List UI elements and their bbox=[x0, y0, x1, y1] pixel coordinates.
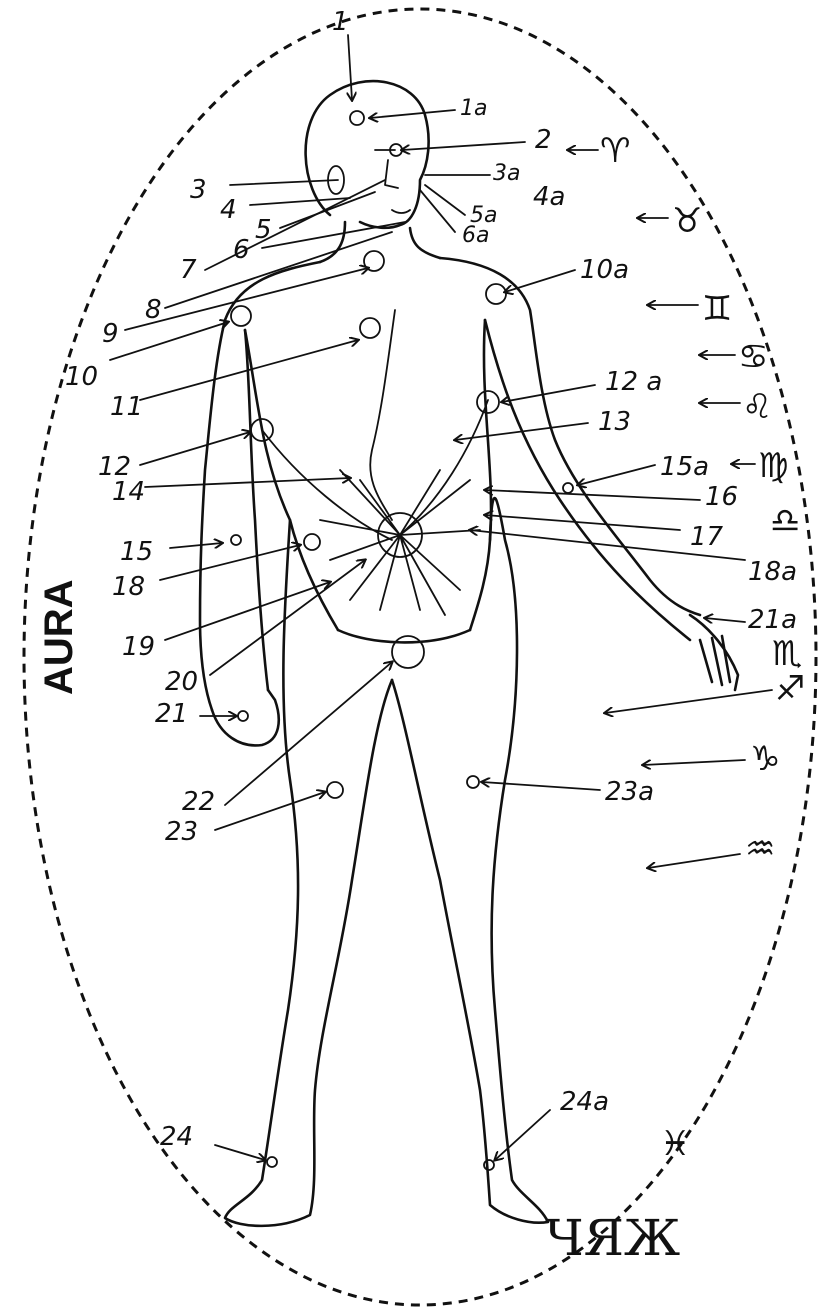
aura-title: AURA bbox=[37, 579, 81, 695]
point-24a bbox=[484, 1160, 494, 1170]
point-22 bbox=[392, 636, 424, 668]
sagittarius-symbol: ♐ bbox=[775, 669, 805, 709]
point-23a bbox=[467, 776, 479, 788]
label-21a: 21a bbox=[748, 605, 797, 635]
label-2: 2 bbox=[535, 125, 552, 155]
point-18 bbox=[304, 534, 320, 550]
aquarius-symbol: ♒ bbox=[745, 829, 775, 869]
label-1a: 1a bbox=[460, 96, 487, 121]
label-3: 3 bbox=[190, 175, 207, 205]
label-6a: 6a bbox=[462, 223, 489, 248]
label-10a: 10a bbox=[580, 255, 629, 285]
point-24 bbox=[267, 1157, 277, 1167]
virgo-symbol: ♍ bbox=[758, 446, 788, 486]
label-5: 5 bbox=[255, 215, 272, 245]
label-1: 1 bbox=[332, 7, 349, 37]
label-6: 6 bbox=[233, 235, 250, 265]
point-15 bbox=[231, 535, 241, 545]
aries-symbol: ♈ bbox=[600, 131, 630, 171]
point-11 bbox=[360, 318, 380, 338]
label-23: 23 bbox=[165, 817, 198, 847]
left-leg bbox=[225, 520, 392, 1226]
solar-plexus-web bbox=[320, 470, 480, 615]
point-15a bbox=[563, 483, 573, 493]
torso-right-side bbox=[470, 320, 491, 630]
label-18a: 18a bbox=[748, 557, 797, 587]
right-hand bbox=[690, 615, 738, 690]
spinal-channel bbox=[370, 310, 395, 520]
label-17: 17 bbox=[690, 522, 724, 552]
label-16: 16 bbox=[705, 482, 738, 512]
gemini-symbol: ♊ bbox=[702, 289, 732, 329]
label-9: 9 bbox=[102, 319, 119, 349]
left-arm-outer bbox=[200, 262, 320, 710]
left-hand bbox=[212, 690, 279, 745]
signature: ЧЯЖ bbox=[545, 1209, 680, 1267]
label-20: 20 bbox=[165, 667, 198, 697]
left-arm-inner bbox=[245, 330, 268, 690]
label-18: 18 bbox=[112, 572, 145, 602]
point-1a bbox=[350, 111, 364, 125]
label-12a: 12 a bbox=[605, 367, 662, 397]
label-4: 4 bbox=[220, 195, 237, 225]
label-21: 21 bbox=[155, 699, 188, 729]
label-4a: 4a bbox=[533, 182, 565, 212]
label-22: 22 bbox=[182, 787, 215, 817]
number-labels: 1 1a 2 3 3a 4 4a 5 5a 6 6a 7 8 9 10 10a … bbox=[65, 7, 797, 1152]
energy-points bbox=[231, 111, 573, 1170]
right-leg bbox=[392, 498, 548, 1223]
label-23a: 23a bbox=[605, 777, 654, 807]
point-10a bbox=[486, 284, 506, 304]
point-23 bbox=[327, 782, 343, 798]
nerve-channels bbox=[262, 400, 488, 540]
label-3a: 3a bbox=[493, 161, 520, 186]
label-7: 7 bbox=[180, 255, 197, 285]
label-14: 14 bbox=[112, 477, 145, 507]
cancer-symbol: ♋ bbox=[738, 337, 768, 377]
human-figure bbox=[200, 81, 738, 1226]
head-outline bbox=[306, 81, 429, 228]
point-21 bbox=[238, 711, 248, 721]
taurus-symbol: ♉ bbox=[672, 201, 702, 241]
capricorn-symbol: ♑ bbox=[750, 739, 780, 779]
leo-symbol: ♌ bbox=[742, 387, 772, 427]
label-24a: 24a bbox=[560, 1087, 609, 1117]
label-15a: 15a bbox=[660, 452, 709, 482]
label-10: 10 bbox=[65, 362, 98, 392]
point-10 bbox=[231, 306, 251, 326]
label-11: 11 bbox=[110, 392, 143, 422]
scorpio-symbol: ♏ bbox=[772, 634, 802, 674]
label-24: 24 bbox=[160, 1122, 193, 1152]
pisces-symbol: ♓ bbox=[660, 1124, 690, 1164]
label-13: 13 bbox=[598, 407, 631, 437]
label-8: 8 bbox=[145, 295, 162, 325]
label-19: 19 bbox=[122, 632, 155, 662]
libra-symbol: ♎ bbox=[770, 501, 800, 541]
label-15: 15 bbox=[120, 537, 153, 567]
